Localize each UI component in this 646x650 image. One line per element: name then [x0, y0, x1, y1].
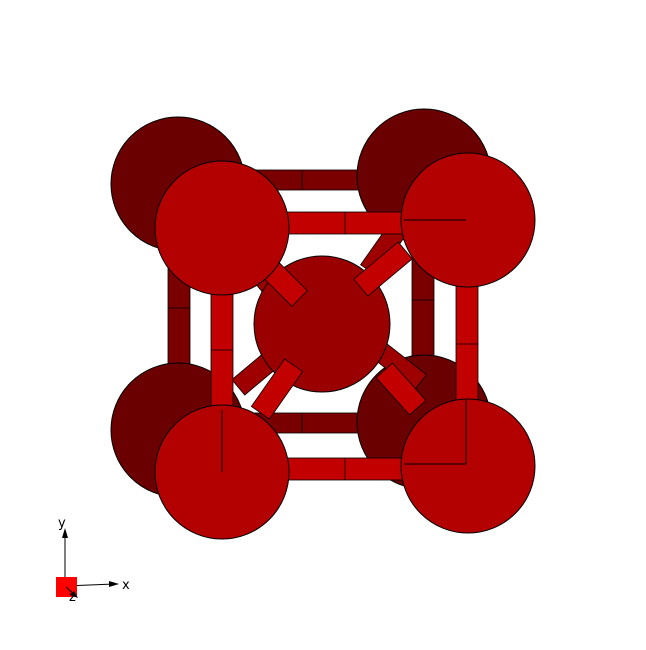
- wireframe-lines: [221, 219, 467, 472]
- axis-triad: y x z: [56, 516, 130, 605]
- y-axis-arrow-icon: [62, 528, 68, 538]
- z-axis-arrow-icon: [70, 591, 78, 598]
- atom-front-top-right[interactable]: [400, 152, 536, 288]
- atom-front-top-left[interactable]: [154, 160, 290, 296]
- bond-center-front-left-bottom: [250, 358, 304, 420]
- y-axis-label: y: [58, 516, 66, 531]
- front-atoms: [154, 152, 536, 540]
- x-axis-label: x: [122, 578, 130, 593]
- x-axis-arrow-icon: [109, 581, 119, 587]
- z-axis-label: z: [69, 590, 76, 605]
- bond-center-front-right-bottom: [375, 362, 427, 416]
- bond-center-front-right-top: [353, 241, 413, 297]
- atom-front-bottom-right[interactable]: [400, 398, 536, 534]
